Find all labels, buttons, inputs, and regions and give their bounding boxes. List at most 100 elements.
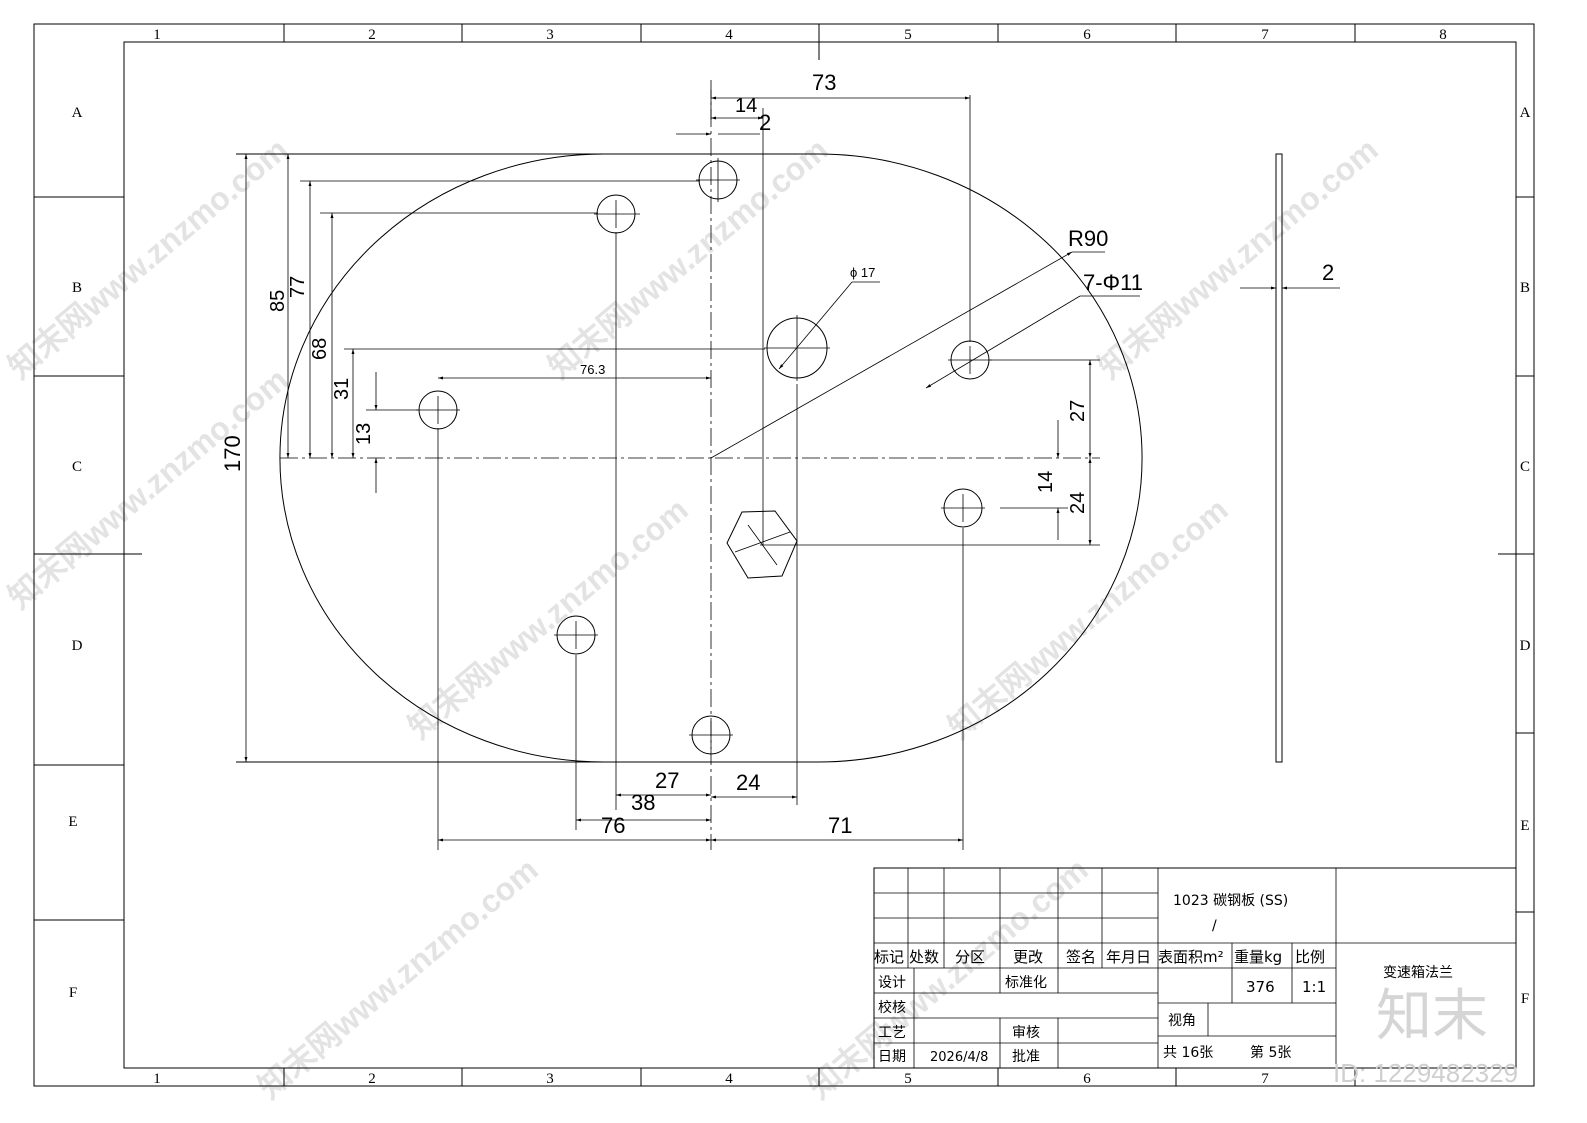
col-label: 5 <box>904 1071 912 1087</box>
header-signature: 签名 <box>1066 948 1096 966</box>
col-label: 1 <box>153 1071 161 1087</box>
col-label: 6 <box>1083 1071 1091 1087</box>
row-label: F <box>1521 991 1529 1007</box>
header-change: 更改 <box>1013 948 1043 966</box>
col-label: 7 <box>1261 1071 1269 1087</box>
dim-38: 38 <box>631 790 655 815</box>
dim-14-top: 14 <box>735 95 757 117</box>
hole <box>689 715 733 755</box>
header-surface-area: 表面积m² <box>1158 948 1224 966</box>
dim-77: 77 <box>287 276 309 298</box>
part-name: 变速箱法兰 <box>1383 965 1453 981</box>
watermark-text: 知末网www.znzmo.com <box>941 491 1234 745</box>
row-label: C <box>1520 459 1530 475</box>
hole <box>554 615 598 655</box>
col-label: 3 <box>546 1071 554 1087</box>
row-label: D <box>72 638 83 654</box>
sheet-number: 第 5张 <box>1250 1044 1291 1061</box>
dimension-lines <box>244 96 1140 842</box>
col-label: 8 <box>1439 27 1447 43</box>
zone-column-dividers <box>283 24 1356 1086</box>
header-scale: 比例 <box>1295 948 1325 966</box>
row-label: F <box>69 985 77 1001</box>
label-check: 校核 <box>878 999 906 1016</box>
dimension-texts: 73 14 2 R90 7-Φ11 ϕ 17 76.3 85 77 68 31 … <box>220 70 1143 838</box>
col-label: 2 <box>368 1071 376 1087</box>
col-label: 4 <box>725 1071 733 1087</box>
dim-14-right: 14 <box>1035 471 1057 493</box>
zone-column-labels: 1 2 3 4 5 6 7 8 1 2 3 4 5 6 7 <box>153 27 1447 1087</box>
row-label: E <box>68 814 77 830</box>
watermark-text: 知末网www.znzmo.com <box>251 851 544 1105</box>
watermark-text: 知末网www.znzmo.com <box>1091 131 1384 385</box>
hole <box>696 158 740 202</box>
hole <box>594 194 640 234</box>
dim-71: 71 <box>828 813 852 838</box>
header-count: 处数 <box>909 948 939 966</box>
zone-row-labels: A B C D E F A B C D E F <box>68 105 1530 1007</box>
col-label: 7 <box>1261 27 1269 43</box>
total-sheets: 共 16张 <box>1163 1045 1213 1061</box>
label-approve: 批准 <box>1012 1049 1040 1065</box>
col-label: 4 <box>725 27 733 43</box>
dim-85: 85 <box>267 290 289 312</box>
outer-frame <box>33 23 1535 1087</box>
dim-24-bottom: 24 <box>736 770 760 795</box>
watermark-text: 知末网www.znzmo.com <box>1 131 294 385</box>
flange-right-arc <box>817 153 1143 763</box>
row-label: A <box>1520 105 1531 121</box>
date-value: 2026/4/8 <box>930 1050 988 1065</box>
dim-13: 13 <box>353 423 375 445</box>
col-label: 6 <box>1083 27 1091 43</box>
dim-24-right: 24 <box>1067 492 1089 514</box>
row-label: D <box>1520 638 1531 654</box>
header-mark: 标记 <box>874 948 904 966</box>
dim-170: 170 <box>220 435 245 472</box>
hole <box>948 340 992 380</box>
zone-row-dividers <box>34 196 1534 921</box>
row-label: E <box>1520 818 1529 834</box>
row-label: C <box>72 459 82 475</box>
brand-logo: 知末 <box>1376 984 1488 1049</box>
material-label: 1023 碳钢板 (SS) <box>1173 893 1288 909</box>
label-design: 设计 <box>878 975 906 991</box>
col-label: 3 <box>546 27 554 43</box>
weight-value: 376 <box>1246 978 1275 996</box>
inner-frame <box>123 41 1517 1069</box>
col-label: 5 <box>904 27 912 43</box>
watermark-id: ID: 1229482329 <box>1333 1058 1518 1088</box>
side-view: 2 <box>1240 153 1340 763</box>
dim-27-right: 27 <box>1067 400 1089 422</box>
watermark-text: 知末网www.znzmo.com <box>541 131 834 385</box>
col-label: 1 <box>153 27 161 43</box>
dim-73: 73 <box>812 70 836 95</box>
row-label: B <box>72 280 82 296</box>
flange-left-arc <box>279 153 605 763</box>
hole <box>416 390 460 430</box>
header-weight: 重量kg <box>1234 948 1282 966</box>
header-zone: 分区 <box>955 948 985 966</box>
title-block: 1023 碳钢板 (SS) / 标记 处数 分区 更改 签名 年月日 表面积m²… <box>873 867 1517 1069</box>
dim-2-top: 2 <box>759 110 771 135</box>
brand-watermark: 知末 ID: 1229482329 <box>1333 984 1518 1088</box>
dim-68: 68 <box>309 338 331 360</box>
dim-7-holes: 7-Φ11 <box>1083 270 1143 295</box>
col-label: 2 <box>368 27 376 43</box>
label-standardize: 标准化 <box>1005 975 1047 991</box>
dim-31: 31 <box>331 378 353 400</box>
watermark-text: 知末网www.znzmo.com <box>801 851 1094 1105</box>
hole <box>941 488 985 528</box>
dim-27-bottom: 27 <box>655 768 679 793</box>
dim-r90: R90 <box>1068 226 1108 251</box>
label-process: 工艺 <box>878 1025 906 1041</box>
label-review: 审核 <box>1012 1025 1040 1041</box>
dim-thickness: 2 <box>1322 260 1334 285</box>
dim-76: 76 <box>601 813 625 838</box>
watermark-text: 知末网www.znzmo.com <box>1 361 294 615</box>
material-sub: / <box>1212 918 1217 934</box>
extension-lines <box>290 90 1100 850</box>
hexagon-cutout <box>726 510 798 579</box>
row-label: B <box>1520 280 1530 296</box>
label-date: 日期 <box>878 1049 906 1065</box>
